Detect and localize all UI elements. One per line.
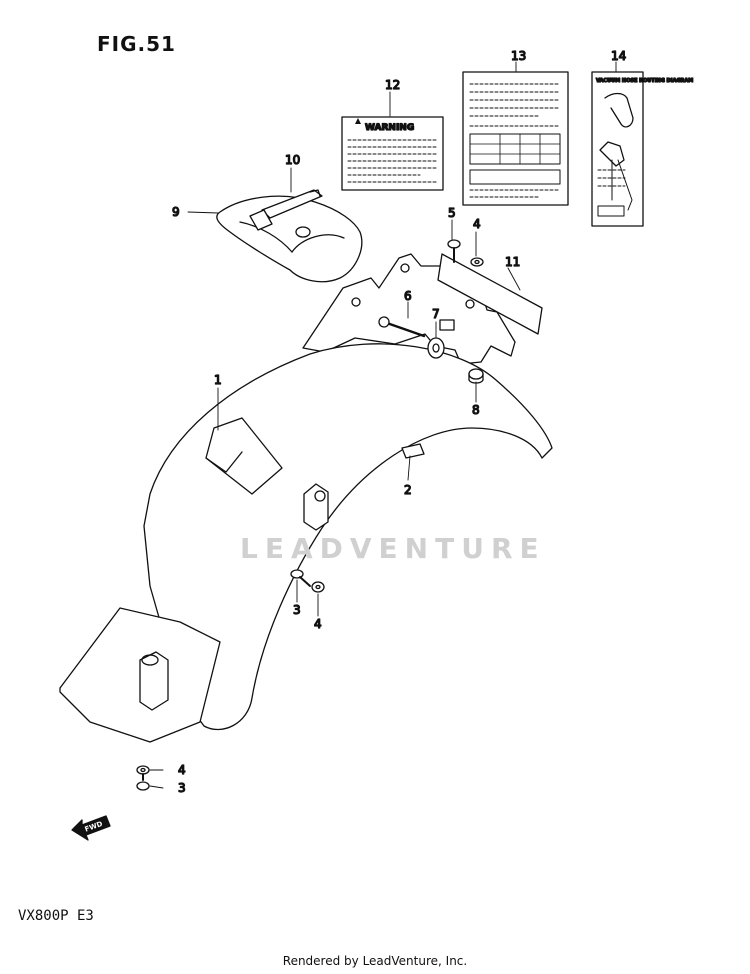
seal[interactable] [437,253,543,335]
callout-12: 12 [385,78,400,92]
info-label[interactable] [462,71,569,206]
bolt-upper[interactable] [290,569,311,587]
callout-6: 6 [404,289,412,303]
callout-2: 2 [404,483,412,497]
leader-lines [149,61,617,789]
rear-fender[interactable] [59,343,553,743]
vacuum-diagram-heading: VACUUM HOSE ROUTING DIAGRAM [596,78,693,84]
footer-credit: Rendered by LeadVenture, Inc. [282,954,468,968]
callout-8: 8 [472,403,480,417]
bolt-top[interactable] [447,239,461,263]
callout-7: 7 [432,307,440,321]
callout-4-lower: 4 [178,763,186,777]
watermark: LEADVENTURE [240,532,546,565]
warning-label-heading: WARNING [365,123,414,133]
figure-title: FIG.51 [97,32,176,56]
vacuum-hose-label[interactable]: VACUUM HOSE ROUTING DIAGRAM [591,71,694,227]
warning-label[interactable]: WARNING [341,116,444,191]
callout-3-lower: 3 [178,781,186,795]
tool-bag-strap[interactable] [249,189,323,231]
washer-top[interactable] [470,257,484,267]
callout-9: 9 [172,205,180,219]
callout-5: 5 [448,206,456,220]
fender-cushion[interactable] [401,443,425,459]
callout-11: 11 [505,255,520,269]
collar[interactable] [427,319,455,359]
callout-13: 13 [511,49,526,63]
callout-3-upper: 3 [293,603,301,617]
model-code: VX800P E3 [18,908,94,924]
callout-14: 14 [611,49,626,63]
callout-4-top: 4 [473,217,481,231]
callout-1: 1 [214,373,222,387]
callout-10: 10 [285,153,300,167]
callout-numbers: 12 13 14 10 9 5 4 11 6 7 8 1 2 3 4 4 3 [171,48,627,795]
front-arrow-icon: FWD [71,815,111,841]
bolt-mount[interactable] [378,316,426,338]
callout-4-upper: 4 [314,617,322,631]
washer-upper[interactable] [311,581,325,593]
washer-lower[interactable] [136,765,150,775]
bolt-lower[interactable] [136,773,150,791]
